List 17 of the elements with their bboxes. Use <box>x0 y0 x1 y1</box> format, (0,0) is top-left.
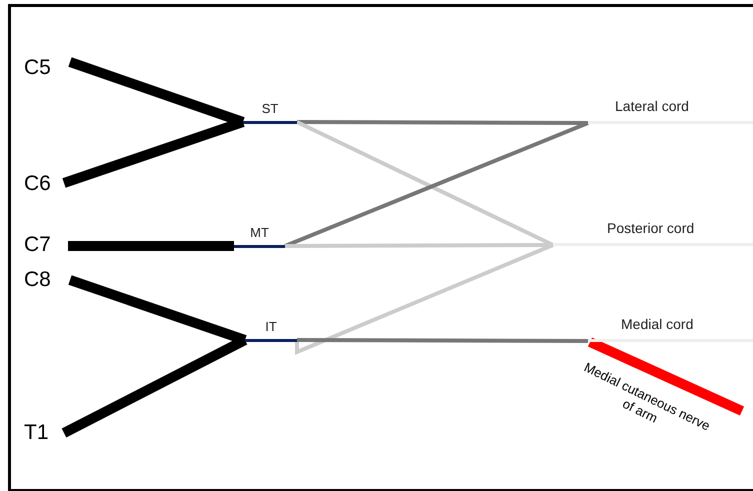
trunk-segment: MT <box>234 225 285 248</box>
root-label: T1 <box>24 421 58 447</box>
root-label: C7 <box>24 233 58 259</box>
cord-line: Posterior cord <box>553 220 753 246</box>
nerve-root <box>68 241 234 251</box>
nerve-line <box>295 243 554 355</box>
trunk-segment: IT <box>245 319 297 342</box>
cord-line: Medial cord <box>588 316 753 342</box>
nerve-line <box>284 121 589 248</box>
root-label: C5 <box>24 56 58 82</box>
trunk-segment: ST <box>243 101 297 124</box>
root-label: C6 <box>24 172 58 198</box>
nerve-line <box>297 120 588 125</box>
cord-line: Lateral cord <box>588 98 753 124</box>
root-label: C8 <box>24 268 58 294</box>
nerve-line <box>297 338 588 343</box>
nerve-line <box>588 337 744 416</box>
